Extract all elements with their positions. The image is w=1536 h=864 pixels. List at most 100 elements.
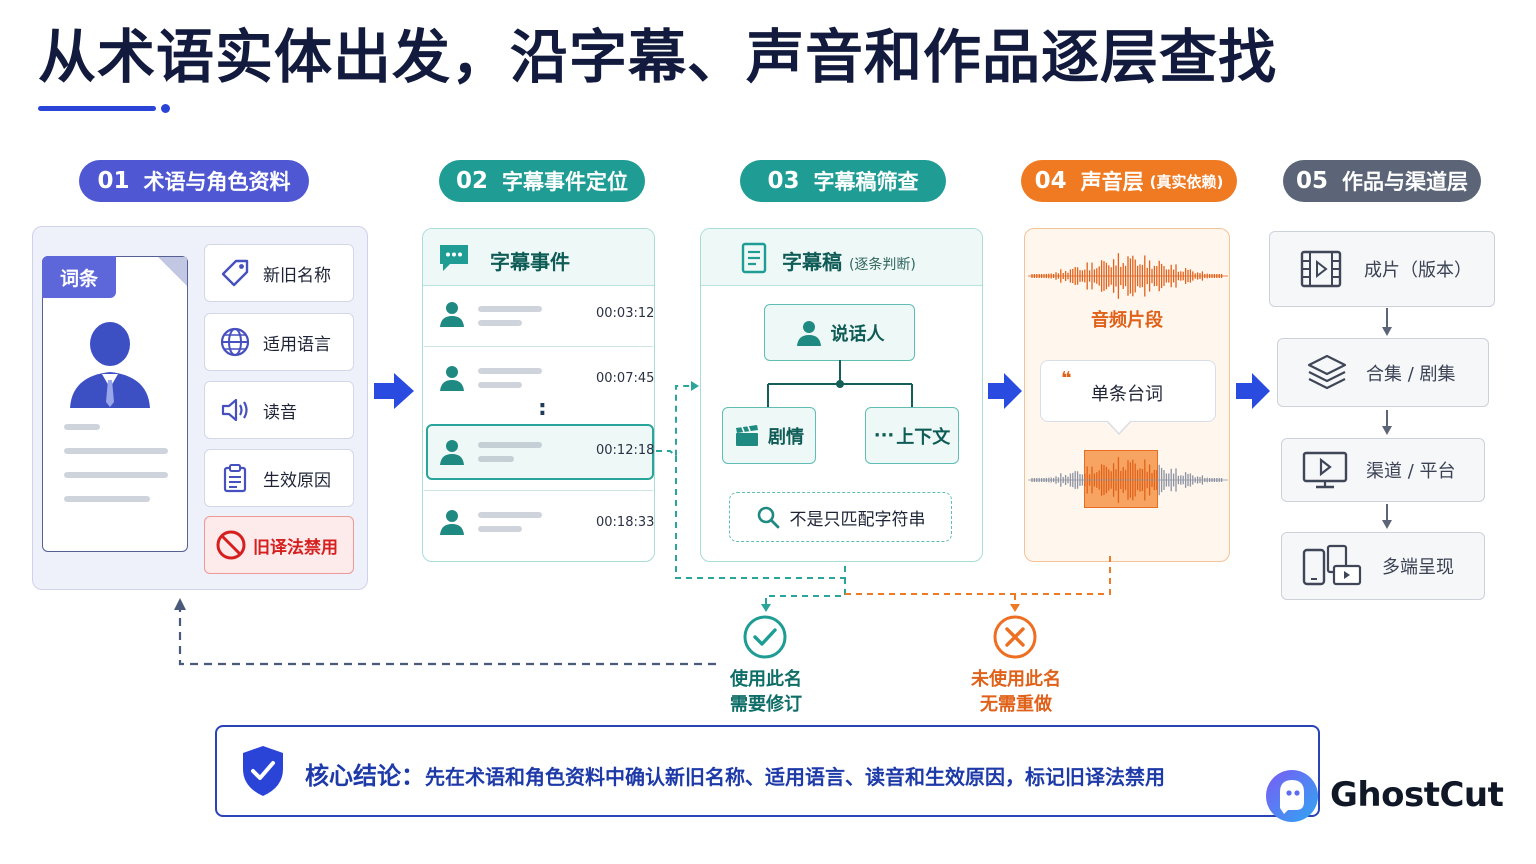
globe-icon [220,327,250,357]
waveform-top [1028,253,1228,299]
plot-label: 剧情 [768,426,804,448]
speaker-avatar-icon [440,510,464,535]
works-item-label: 渠道 / 平台 [1366,461,1456,482]
step-label: 字幕稿筛查 [813,170,919,194]
step-pill-2: 02 字幕事件定位 [439,160,645,202]
cross-circle-icon [993,615,1037,659]
quote-mark-icon: ❝ [1061,368,1072,389]
entry-item-reason: 生效原因 [204,449,354,507]
film-icon [1300,250,1342,288]
event-time: 00:07:45 [596,371,655,386]
devices-icon [1302,544,1362,586]
step-label: 术语与角色资料 [143,170,291,194]
event-line [478,442,542,448]
entry-item-pronunciation: 读音 [204,381,354,439]
step-pill-5: 05 作品与渠道层 [1283,160,1481,202]
entry-item-label: 生效原因 [263,470,331,491]
works-item-channel: 渠道 / 平台 [1281,438,1485,502]
context-box: ··· 上下文 [865,407,959,464]
not-string-note: 不是只匹配字符串 [729,492,952,542]
script-title-main: 字幕稿 [782,250,842,274]
shield-check-icon [243,746,283,796]
event-time: 00:03:12 [596,306,655,321]
speaker-avatar-icon [440,302,464,327]
speaker-avatar-icon [440,366,464,391]
step-label: 字幕事件定位 [502,170,628,194]
step-number: 05 [1295,168,1328,194]
conclusion-body: 先在术语和角色资料中确认新旧名称、适用语言、读音和生效原因，标记旧译法禁用 [425,765,1165,789]
search-icon [757,506,779,529]
person-icon [796,320,821,346]
line-label: 单条台词 [1091,384,1163,405]
step-pill-1: 01 术语与角色资料 [79,160,309,202]
event-time: 00:18:33 [596,515,655,530]
brand-name: GhostCut [1330,775,1504,815]
works-item-master: 成片（版本） [1269,231,1495,307]
outcome-used-line1: 使用此名 [730,669,802,690]
doc-line [64,472,168,478]
outcome-unused: 未使用此名 无需重做 [960,667,1072,717]
speaker-box: 说话人 [764,304,915,361]
script-title-sub: (逐条判断) [848,257,916,273]
document-fold [158,257,187,286]
outcome-used: 使用此名 需要修订 [716,667,816,717]
entry-item-banned: 旧译法禁用 [204,516,354,574]
flow-arrow-2 [988,373,1022,409]
doc-line [64,424,100,430]
outcome-unused-line2: 无需重做 [980,694,1052,715]
not-string-label: 不是只匹配字符串 [789,509,926,530]
context-label: 上下文 [896,426,951,448]
active-event-highlight [426,424,654,480]
works-item-collection: 合集 / 剧集 [1277,338,1489,407]
step-number: 04 [1034,168,1067,194]
conclusion-text: 核心结论：先在术语和角色资料中确认新旧名称、适用语言、读音和生效原因，标记旧译法… [305,756,1165,791]
clipboard-icon [223,464,247,493]
audio-clip-label: 音频片段 [1091,310,1163,331]
context-dots: ··· [873,425,895,446]
step-pill-4: 04 声音层 (真实依赖) [1021,160,1237,202]
check-circle-icon [743,615,787,659]
script-header [701,229,982,286]
title-dot [161,104,170,113]
works-item-label: 合集 / 剧集 [1366,363,1456,385]
event-line [478,512,542,518]
event-line [478,306,542,312]
works-item-label: 多端呈现 [1382,557,1454,578]
event-line [478,456,514,462]
step-pill-3: 03 字幕稿筛查 [740,160,946,202]
title-underline [38,106,156,111]
flow-arrow-1 [374,373,414,409]
doc-line [64,496,150,502]
ghostcut-logo-icon [1266,770,1318,822]
quote-box [1040,360,1216,422]
speaker-label: 说话人 [830,323,885,345]
events-title: 字幕事件 [490,250,570,274]
page-title: 从术语实体出发，沿字幕、声音和作品逐层查找 [38,23,1278,91]
event-line [478,526,522,532]
flow-arrow-3 [1236,373,1270,409]
waveform-bottom [1028,457,1228,503]
event-line [478,320,522,326]
step-number: 03 [767,168,800,194]
document-list-icon [741,242,767,274]
event-time: 00:12:18 [596,443,655,458]
works-item-devices: 多端呈现 [1281,532,1485,600]
entry-tag: 词条 [42,256,116,298]
step-label: 作品与渠道层 [1342,170,1468,194]
monitor-play-icon [1302,451,1348,489]
event-line [478,368,542,374]
entry-item-names: 新旧名称 [204,244,354,302]
entry-item-label: 读音 [263,402,297,423]
layers-icon [1307,354,1347,389]
speaker-icon [221,398,248,422]
tree-connector [767,360,913,408]
event-line [478,382,522,388]
outcome-unused-line1: 未使用此名 [971,669,1061,690]
outcome-used-line2: 需要修订 [730,694,802,715]
person-icon [70,322,150,408]
step-number: 01 [97,168,130,194]
conclusion-lead: 核心结论： [305,762,425,790]
row-divider [424,346,653,347]
tag-icon [221,259,249,287]
plot-box: 剧情 [722,407,816,464]
